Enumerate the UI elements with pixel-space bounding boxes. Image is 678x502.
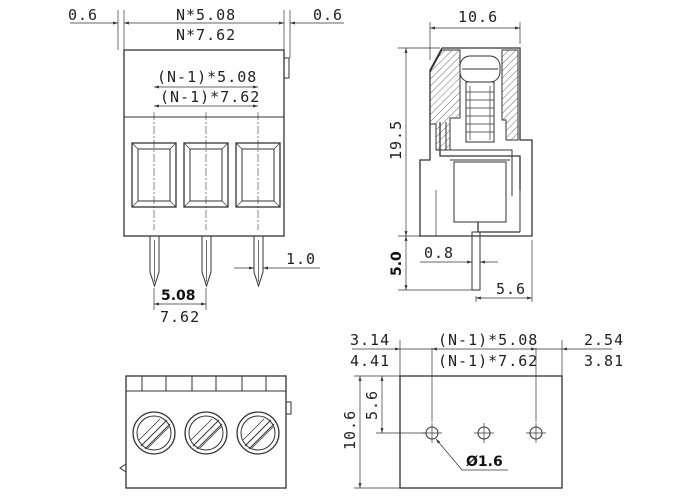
dim-pin-width: 1.0 [286, 250, 316, 268]
dim-pitch-508: 5.08 [161, 288, 196, 304]
side-body-outline [419, 47, 533, 237]
dim-pcb-right-508: 2.54 [584, 331, 624, 349]
side-pin [471, 231, 481, 291]
pcb-hole-2 [474, 423, 494, 443]
dim-right-margin: 0.6 [313, 6, 343, 24]
screw-icon [459, 55, 501, 143]
side-housing-hatch-right [501, 49, 519, 141]
dim-pcb-pitch-n1-762: (N-1)*7.62 [438, 352, 538, 370]
front-pin-3 [253, 235, 264, 288]
top-notch-2 [191, 375, 217, 392]
screw-head-icon-1 [132, 411, 176, 455]
dim-pcb-hole-diameter: Ø1.6 [466, 454, 503, 470]
dim-pcb-pitch-n1-508: (N-1)*5.08 [438, 331, 538, 349]
dim-pcb-height: 10.6 [341, 410, 359, 450]
pcb-layout: 3.14 (N-1)*5.08 2.54 4.41 (N-1)*7.62 3.8… [341, 331, 624, 489]
top-notch-1 [141, 375, 167, 392]
dim-pitch-n1-508: (N-1)*5.08 [157, 68, 257, 86]
front-pin-2 [201, 235, 212, 288]
front-pin-1 [149, 235, 160, 288]
dim-pin-length: 5.0 [389, 251, 405, 276]
front-body-latch [284, 57, 290, 79]
top-notch-3 [241, 375, 267, 392]
side-clamp [439, 122, 521, 190]
dim-left-margin: 0.6 [68, 6, 98, 24]
screw-head-icon-2 [184, 411, 228, 455]
side-view: 19.5 5.0 10.6 0.8 5.6 [387, 8, 533, 302]
top-polarity-mark [119, 463, 127, 473]
top-view [119, 375, 292, 489]
dim-pcb-right-762: 3.81 [584, 352, 624, 370]
side-housing-hatch-left [429, 49, 461, 151]
dim-pcb-left-762: 4.41 [350, 352, 390, 370]
dim-pin-offset: 5.6 [496, 280, 526, 298]
dim-total-n762: N*7.62 [176, 26, 236, 44]
dim-pcb-hole-offset: 5.6 [363, 390, 381, 420]
pcb-hole-3 [526, 423, 546, 443]
dim-total-n508: N*5.08 [176, 6, 236, 24]
dim-pin-thickness: 0.8 [424, 244, 454, 262]
dim-pitch-762: 7.62 [160, 308, 200, 326]
dim-side-width: 10.6 [458, 8, 498, 26]
front-view: 0.6 N*5.08 N*7.62 0.6 (N-1)*5.08 (N-1)*7… [68, 6, 344, 326]
pcb-outline [399, 375, 563, 489]
dim-pcb-left-508: 3.14 [350, 331, 390, 349]
dim-pitch-n1-762: (N-1)*7.62 [160, 88, 260, 106]
dim-side-height: 19.5 [387, 120, 405, 160]
screw-head-icon-3 [236, 411, 280, 455]
top-body-outline [125, 375, 287, 489]
